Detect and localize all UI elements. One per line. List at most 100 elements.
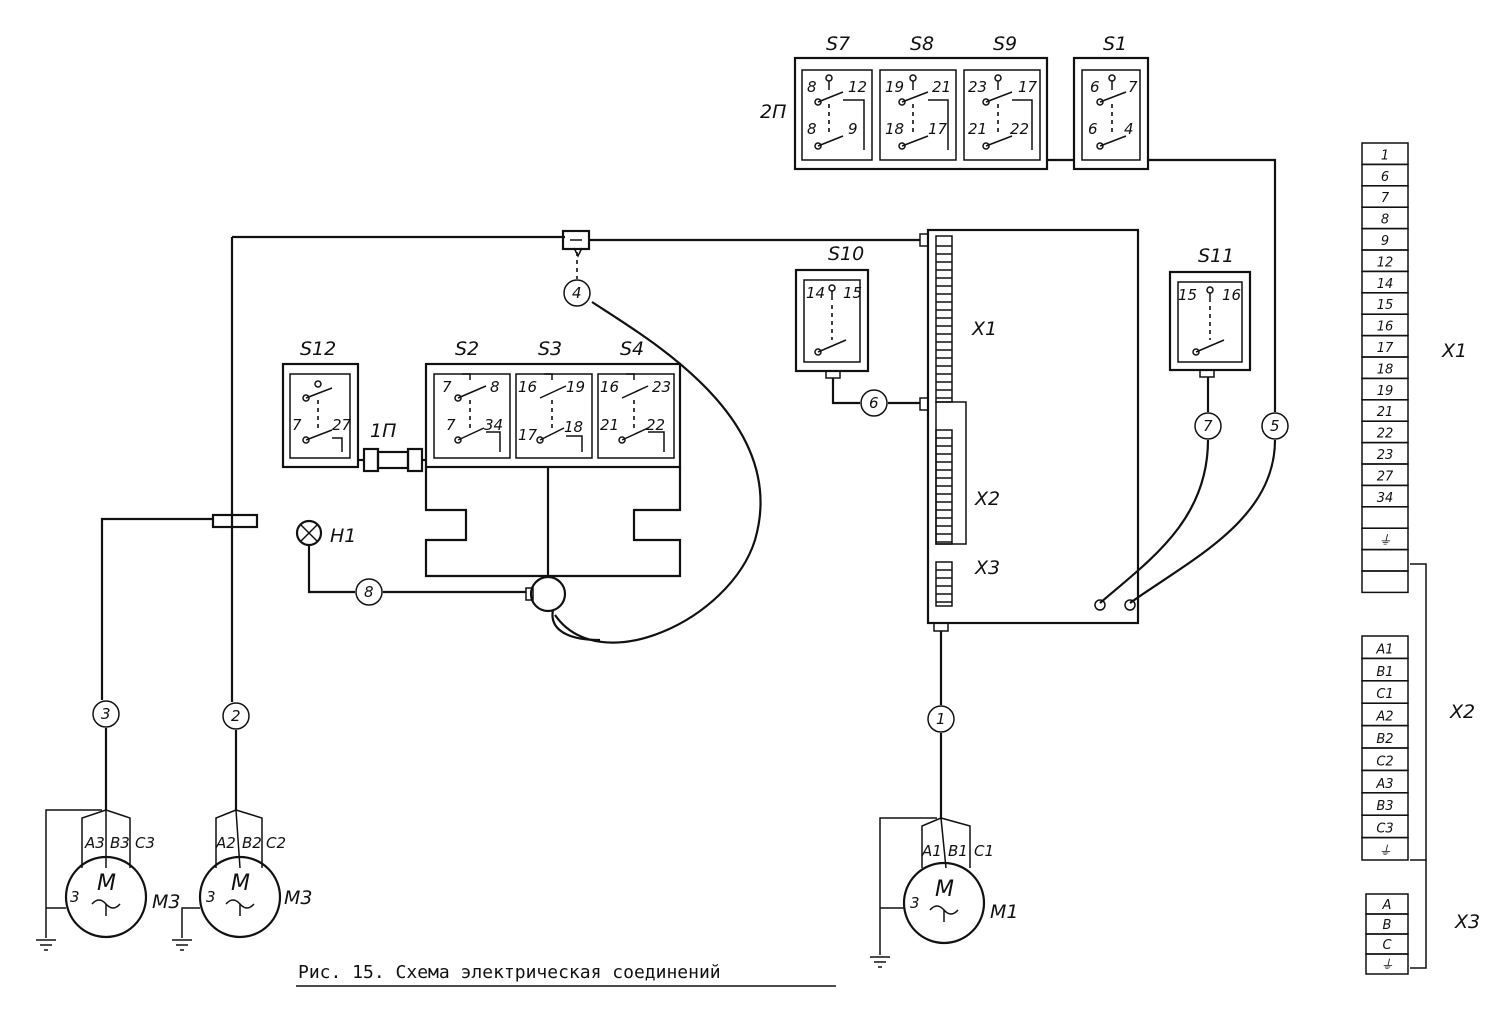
strip-x1-cell-text: 16 <box>1377 320 1394 335</box>
m1-term-c: C1 <box>974 842 994 860</box>
strip-x3-cell: B <box>1365 913 1409 935</box>
wire-bubble-4: 4 <box>563 279 591 307</box>
s3-bot-left: 17 <box>518 426 538 444</box>
wire-4-path <box>554 301 762 644</box>
switch-s11: S11 15 16 <box>1168 245 1252 378</box>
strip-x2-cell-text: B3 <box>1376 799 1393 814</box>
s2-bot-right: 34 <box>484 416 503 434</box>
strip-x1-cell <box>1361 570 1409 594</box>
strip-x2-cell: A2 <box>1361 702 1409 727</box>
switch-panel-s2-s3-s4: S2 7 8 7 34 S3 16 19 17 18 <box>424 338 682 469</box>
s3-top-left: 16 <box>518 378 537 396</box>
switch-s4: S4 16 23 21 22 <box>597 338 675 459</box>
switch-s9: S9 23 17 21 22 <box>963 33 1041 161</box>
wire-number-bubbles: 1 2 3 4 5 6 7 8 <box>92 279 1289 733</box>
strip-x1-cell-text: 21 <box>1377 405 1394 420</box>
strip-x3-cell: A <box>1365 893 1409 915</box>
switch-s2: S2 7 8 7 34 <box>433 338 511 459</box>
strip-x3-cell-text: ⏚ <box>1380 958 1393 973</box>
strip-x2-cell-text: C3 <box>1376 822 1393 837</box>
m1-letter: M <box>935 877 954 902</box>
wire-number-2: 2 <box>231 707 241 725</box>
m1-phase: 3 <box>910 894 920 912</box>
wire-bubble-5: 5 <box>1261 412 1289 440</box>
s12-bot-right: 27 <box>332 416 352 434</box>
strip-x1-cell: 7 <box>1361 185 1409 208</box>
s8-top-right: 21 <box>932 78 951 96</box>
s9-bot-left: 21 <box>968 120 987 138</box>
m3-right-phase: 3 <box>206 888 216 906</box>
strip-x1-cell: 15 <box>1361 292 1409 315</box>
strip-x1-cell: 27 <box>1361 463 1409 487</box>
strip-x1-cell: 23 <box>1361 441 1409 465</box>
s1-top-right: 7 <box>1128 78 1138 96</box>
strip-x2-cell: A3 <box>1361 769 1409 794</box>
drive-to-wire-4 <box>551 609 601 642</box>
s1-bot-right: 4 <box>1124 120 1134 138</box>
strip-x2-cell-text: C2 <box>1376 754 1393 769</box>
strip-x1-cell: 12 <box>1361 249 1409 273</box>
strip-x1-cell: 14 <box>1361 270 1409 294</box>
s7-bot-right: 9 <box>848 120 858 138</box>
switch-s8-name: S8 <box>910 33 934 55</box>
wire-3-path <box>100 517 213 700</box>
strip-x1-cell <box>1361 506 1409 529</box>
plug-1p-label: 1П <box>370 420 396 442</box>
strip-x2-cell: ⏚ <box>1361 836 1409 861</box>
strip-x2-cell: C3 <box>1361 814 1409 839</box>
main-cabinet: X1 X2 X3 <box>919 228 1140 632</box>
wire-7-lead <box>1099 439 1210 604</box>
wire-number-6: 6 <box>869 394 879 412</box>
switch-s12-name: S12 <box>300 338 336 360</box>
wire-number-4: 4 <box>572 284 582 302</box>
switch-s2-name: S2 <box>455 338 479 360</box>
strip-x1-cell: 21 <box>1361 399 1409 422</box>
switch-s9-name: S9 <box>993 33 1017 55</box>
s8-bot-right: 17 <box>928 120 948 138</box>
s1-top-left: 6 <box>1090 78 1100 96</box>
s9-bot-right: 22 <box>1010 120 1029 138</box>
wire-bubble-7: 7 <box>1194 412 1222 440</box>
figure-caption: Рис. 15. Схема электрическая соединений <box>298 962 721 983</box>
s9-top-right: 17 <box>1018 78 1038 96</box>
strip-x1-cell-text: 34 <box>1377 491 1394 506</box>
strip-x1-cell-text: 7 <box>1381 191 1390 206</box>
block-x2-label: X2 <box>974 488 1000 510</box>
strip-x1-cell: 34 <box>1361 484 1409 508</box>
strip-x2-cell-text: B2 <box>1376 732 1393 747</box>
strip-x1-cell: 16 <box>1361 313 1409 337</box>
wire-bubble-8: 8 <box>355 578 383 606</box>
junction-connector <box>561 229 591 258</box>
switch-s4-name: S4 <box>620 338 644 360</box>
wire-6-left <box>831 378 860 405</box>
s10-top-left: 14 <box>806 284 825 302</box>
strip-x1-cell-text: 8 <box>1381 213 1389 228</box>
s4-bot-left: 21 <box>600 416 619 434</box>
wire-number-3: 3 <box>101 705 111 723</box>
strip-x3-cell-text: C <box>1382 938 1392 953</box>
wire-bubble-6: 6 <box>860 389 888 417</box>
plug-1p: 1П <box>362 420 424 473</box>
strip-x1-cell-text: 1 <box>1381 148 1389 163</box>
wire-number-5: 5 <box>1270 417 1280 435</box>
m3-right-term-a: A2 <box>215 834 236 852</box>
strip-x1-cell-text: 6 <box>1381 170 1389 185</box>
s2-top-right: 8 <box>490 378 500 396</box>
strip-x2-cell-text: ⏚ <box>1378 844 1391 859</box>
switch-s3: S3 16 19 17 18 <box>515 338 593 459</box>
strip-x1-cell: ⏚ <box>1361 527 1409 551</box>
strip-x3-label: X3 <box>1454 911 1480 933</box>
strip-x2-cell: B1 <box>1361 657 1409 682</box>
strip-x2-cell-text: C1 <box>1376 687 1393 702</box>
m3-left-term-b: B3 <box>110 834 130 852</box>
strip-x2-cell: C2 <box>1361 747 1409 772</box>
strip-x2-cell-text: B1 <box>1376 665 1393 680</box>
m3-left-name: M3 <box>152 891 180 913</box>
strip-x2-cell-text: A3 <box>1375 777 1393 792</box>
s11-top-right: 16 <box>1222 286 1241 304</box>
switch-s7: S7 8 12 8 9 <box>801 33 873 161</box>
s1-bot-left: 6 <box>1088 120 1098 138</box>
switch-s7-name: S7 <box>826 33 850 55</box>
